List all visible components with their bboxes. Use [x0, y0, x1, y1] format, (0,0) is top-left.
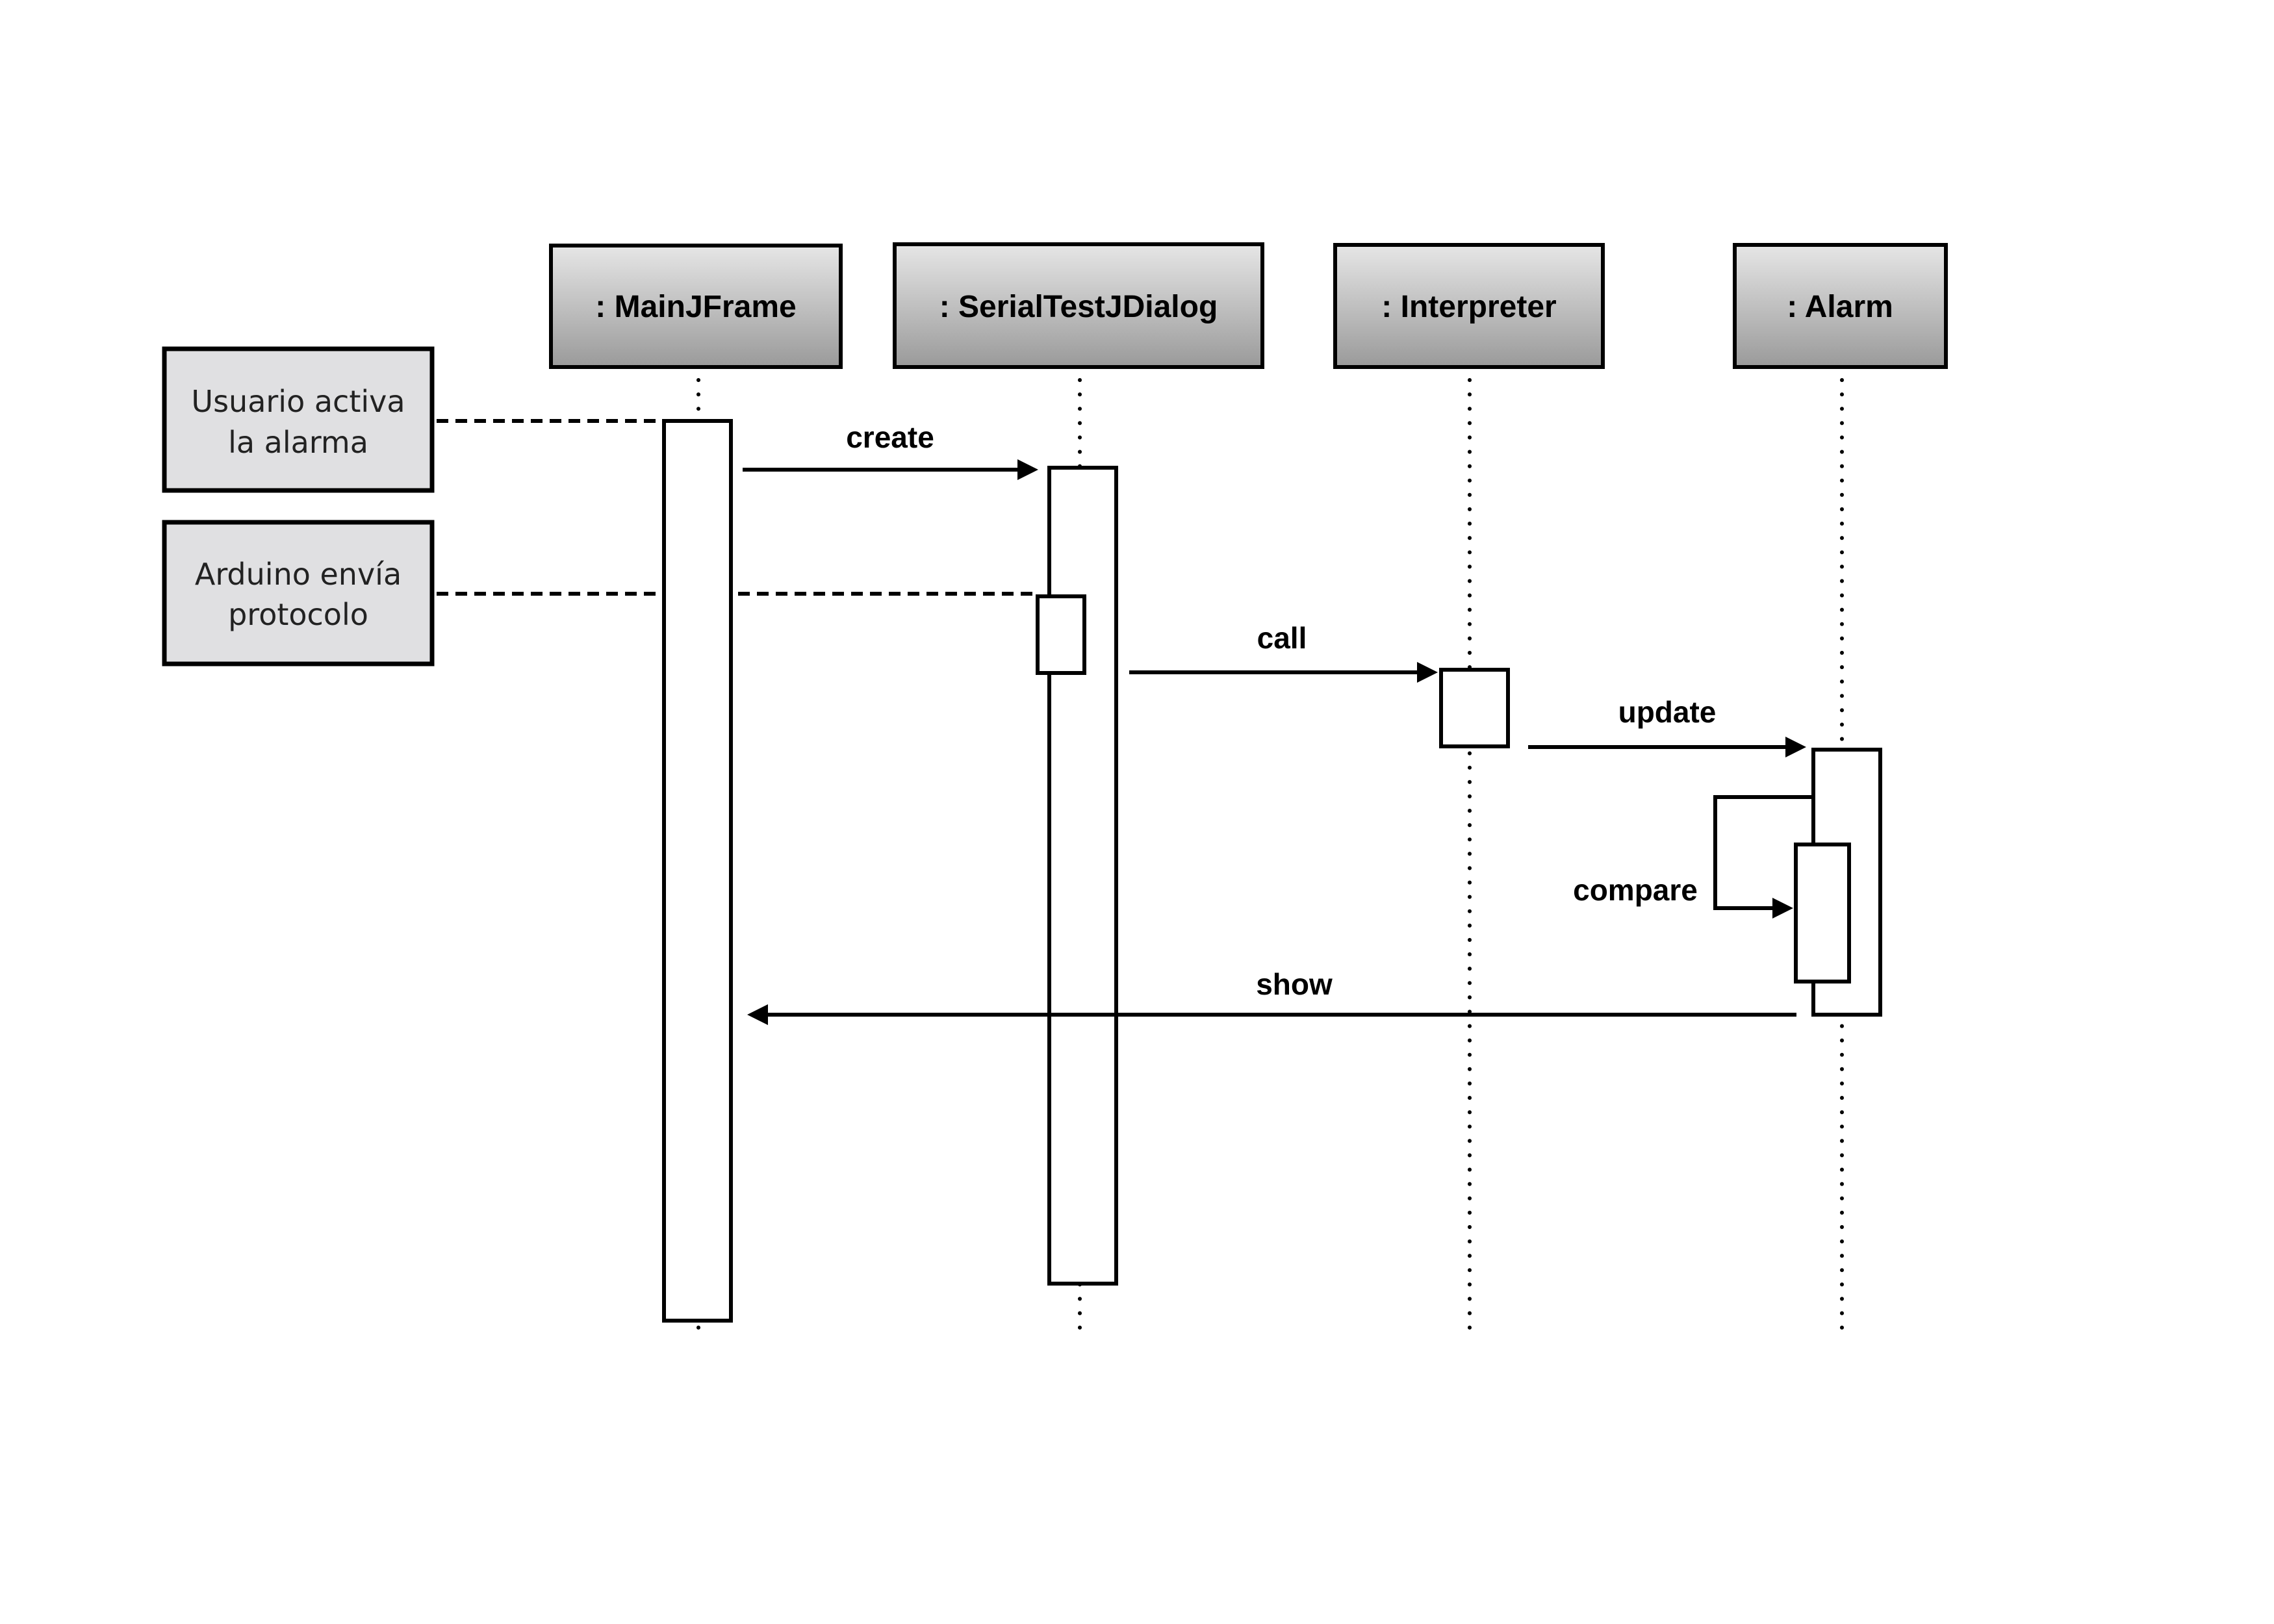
lifeline-header-label: : MainJFrame	[595, 290, 796, 324]
lifeline-header-serialtest: : SerialTestJDialog	[893, 242, 1264, 369]
lifeline-header-box	[549, 244, 843, 369]
message-call: call	[1129, 621, 1438, 683]
activation-mainjframe	[662, 419, 733, 1323]
arrowhead-icon	[747, 1004, 768, 1025]
lifeline-header-label: : Interpreter	[1381, 290, 1556, 324]
message-compare-arrow	[1713, 795, 1813, 910]
note-line-1: Usuario activa	[191, 384, 405, 419]
note-box	[162, 346, 435, 493]
arrowhead-icon	[1017, 459, 1038, 480]
note-box	[162, 520, 435, 666]
note-line-2: la alarma	[228, 425, 368, 460]
lifeline-header-box	[1333, 243, 1605, 369]
message-update-label: update	[1618, 695, 1717, 729]
activation-alarm-compare	[1794, 843, 1851, 983]
message-update: update	[1528, 695, 1806, 757]
lifeline-header-box	[893, 242, 1264, 369]
lifeline-header-label: : Alarm	[1787, 290, 1893, 324]
lifeline-lines	[696, 378, 1844, 1343]
lifeline-header-interpreter: : Interpreter	[1333, 243, 1605, 369]
note-line-1: Arduino envía	[195, 557, 402, 592]
message-show: show	[747, 967, 1796, 1025]
message-create: create	[743, 420, 1038, 480]
activation-serialtest	[1047, 466, 1118, 1286]
activations	[662, 419, 1882, 1323]
activation-interpreter	[1439, 668, 1510, 748]
lifeline-header-label: : SerialTestJDialog	[939, 290, 1218, 324]
note-arduino-envia: Arduino envía protocolo	[162, 520, 435, 666]
activation-serialtest-receive	[1036, 594, 1086, 675]
message-create-label: create	[846, 420, 934, 454]
lifeline-header-alarm: : Alarm	[1733, 243, 1948, 369]
note-connectors	[437, 419, 1036, 596]
arrowhead-icon	[1772, 898, 1793, 919]
lifeline-header-box	[1733, 243, 1948, 369]
lifeline-header-mainjframe: : MainJFrame	[549, 244, 843, 369]
arrowhead-icon	[1785, 737, 1806, 757]
message-show-label: show	[1256, 967, 1333, 1001]
note-usuario-activa: Usuario activa la alarma	[162, 346, 435, 493]
message-compare: compare	[1573, 795, 1813, 919]
arrowhead-icon	[1417, 662, 1438, 683]
note-line-2: protocolo	[228, 597, 368, 632]
message-compare-label: compare	[1573, 873, 1698, 907]
message-call-label: call	[1257, 621, 1307, 655]
